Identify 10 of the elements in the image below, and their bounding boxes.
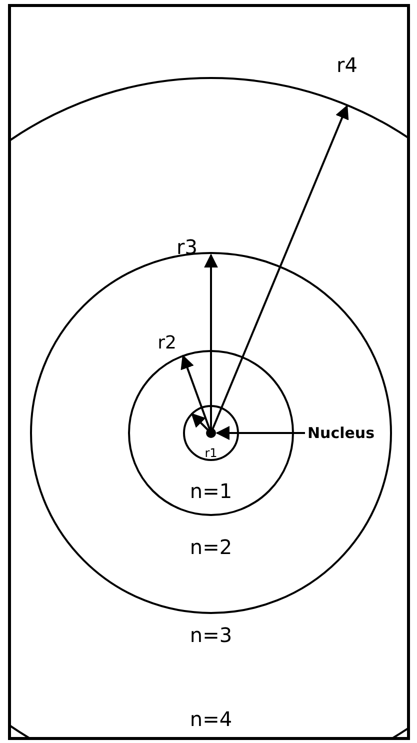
shell-label: n=3 [190, 623, 232, 647]
shell-label: n=4 [190, 707, 232, 731]
radius-label: r4 [336, 53, 358, 77]
shell-label: n=1 [190, 479, 232, 503]
leader-arrow [216, 426, 305, 440]
shell-label: n=2 [190, 535, 232, 559]
radius-label: r3 [176, 235, 198, 259]
radius-label: r1 [204, 446, 218, 460]
nucleus-label: Nucleus [303, 421, 379, 445]
radius-label: r2 [158, 332, 176, 354]
